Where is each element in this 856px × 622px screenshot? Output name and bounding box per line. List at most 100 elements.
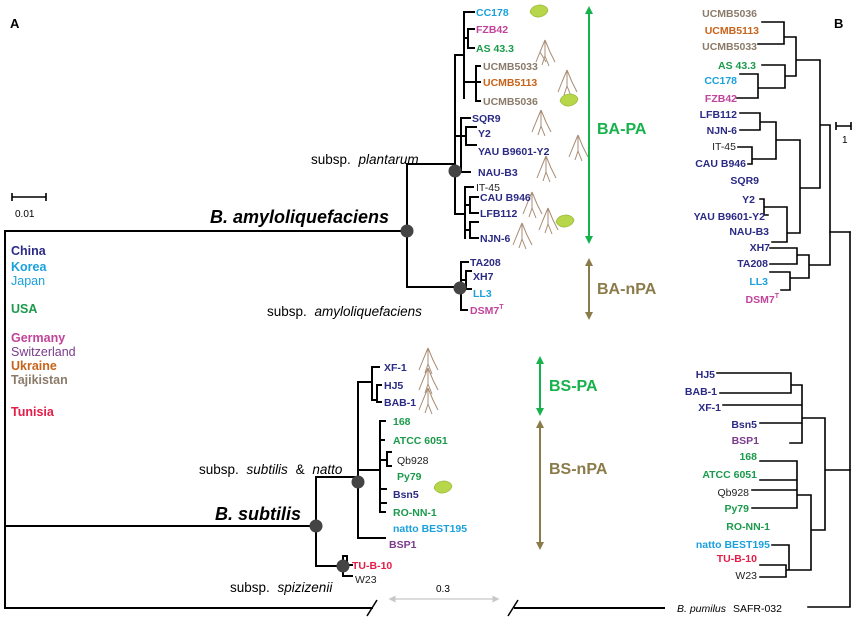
node-spiz <box>336 559 350 573</box>
strain-name: UCMB5113 <box>705 25 759 37</box>
strain-label: Qb928 <box>397 455 429 467</box>
country-legend: ChinaKoreaJapanUSAGermanySwitzerlandUkra… <box>11 244 76 419</box>
subsp-name: spizizenii <box>278 580 334 595</box>
bs-npa-label: BS-nPA <box>549 461 608 478</box>
strain-name: TA208 <box>737 258 768 270</box>
strain-name: XH7 <box>750 242 771 254</box>
leaf-icon <box>433 480 453 494</box>
legend-entry: Ukraine <box>11 359 57 373</box>
strain-name: Bsn5 <box>731 419 757 431</box>
strain-label: YAU B9601-Y2 <box>694 211 766 223</box>
strain-label: FZB42 <box>476 24 508 36</box>
strain-name: HJ5 <box>696 369 715 381</box>
root-icon <box>557 69 578 97</box>
strain-label: ATCC 6051 <box>702 469 757 481</box>
strain-label: NJN-6 <box>707 125 738 137</box>
strain-label: natto BEST195 <box>393 523 467 535</box>
root-icon <box>418 387 439 415</box>
legend-entry: Germany <box>11 331 65 345</box>
panel-label-a: A <box>10 16 20 31</box>
strain-label: XH7 <box>473 271 494 283</box>
strain-name: ATCC 6051 <box>393 435 448 447</box>
strain-name: Bsn5 <box>393 489 419 501</box>
subsp-prefix: subsp. <box>267 304 307 319</box>
leaf-icon <box>555 214 575 228</box>
leaf-icon <box>529 4 549 18</box>
subsp-name: plantarum <box>358 152 419 167</box>
strain-label: SQR9 <box>472 113 501 125</box>
strain-label: LL3 <box>473 288 492 300</box>
branch-b-root <box>807 231 851 608</box>
strain-name: UCMB5113 <box>483 77 537 89</box>
branch-b-amylo <box>769 231 831 291</box>
root-icon <box>522 191 543 219</box>
strain-name: W23 <box>735 570 757 582</box>
strain-label: Y2 <box>742 194 755 206</box>
strain-label: CAU B946 <box>480 192 531 204</box>
leaf-icon <box>559 93 579 107</box>
strain-superscript: T <box>499 304 504 311</box>
node-bs <box>309 519 323 533</box>
root-icon <box>535 39 556 67</box>
strain-label: AS 43.3 <box>718 60 756 72</box>
strain-name: YAU B9601-Y2 <box>694 211 766 223</box>
strain-label: Bsn5 <box>393 489 419 501</box>
subsp-name: subtilis <box>247 462 289 477</box>
strain-label: UCMB5033 <box>483 61 538 73</box>
strain-name: NJN-6 <box>707 125 738 137</box>
bs-pa-label: BS-PA <box>549 378 598 395</box>
root-icon <box>536 155 557 183</box>
bottom-scale-label: 0.3 <box>436 584 450 595</box>
strain-label: natto BEST195 <box>696 539 770 551</box>
tree-a-nodes <box>309 164 467 573</box>
strain-name: 168 <box>393 416 411 428</box>
strain-name: XF-1 <box>698 402 721 414</box>
branch-b-bs <box>716 372 851 578</box>
strain-name: CAU B946 <box>480 192 531 204</box>
strain-label: W23 <box>735 570 757 582</box>
ba-npa-label: BA-nPA <box>597 281 657 298</box>
branch-root <box>4 230 373 609</box>
branch-sqr9-clade <box>454 117 477 173</box>
strain-label: NJN-6 <box>480 233 511 245</box>
subsp-prefix: subsp. <box>311 152 351 167</box>
ba-pa-label: BA-PA <box>597 121 647 138</box>
strain-label: W23 <box>355 574 377 586</box>
strain-label: CC178 <box>704 75 737 87</box>
root-icon <box>568 134 589 162</box>
strain-label: 168 <box>393 416 411 428</box>
strain-name: BAB-1 <box>685 386 717 398</box>
strain-name: LFB112 <box>480 208 518 220</box>
legend-entry: Tunisia <box>11 405 55 419</box>
strain-label: Y2 <box>478 128 491 140</box>
legend-entry: Japan <box>11 274 45 288</box>
strain-label: YAU B9601-Y2 <box>478 146 550 158</box>
strain-label: AS 43.3 <box>476 43 514 55</box>
node-ba <box>400 224 414 238</box>
species-label-ba: B. amyloliquefaciens <box>210 207 389 227</box>
strain-label: Bsn5 <box>731 419 757 431</box>
strain-name: W23 <box>355 574 377 586</box>
legend-entry: Switzerland <box>11 345 76 359</box>
strain-label: RO-NN-1 <box>393 507 437 519</box>
subsp-name: natto <box>312 462 343 477</box>
strain-name: 168 <box>739 451 757 463</box>
subsp-name: amyloliquefaciens <box>315 304 423 319</box>
tree-a-branches <box>4 11 665 609</box>
strain-label: HJ5 <box>384 380 403 392</box>
strain-name: UCMB5036 <box>483 96 538 108</box>
strain-label: TU-B-10 <box>352 560 392 572</box>
subsp-label-plantarum: subsp. plantarum <box>311 152 419 167</box>
root-icon <box>418 367 439 395</box>
strain-label: CAU B946 <box>695 158 746 170</box>
strain-label: IT-45 <box>476 182 500 194</box>
strain-name: TU-B-10 <box>717 553 757 565</box>
strain-label: UCMB5033 <box>702 41 757 53</box>
strain-name: RO-NN-1 <box>393 507 437 519</box>
subsp-prefix: subsp. <box>230 580 270 595</box>
subsp-amp: & <box>296 462 305 477</box>
group-arrows <box>536 6 593 550</box>
strain-label: 168 <box>739 451 757 463</box>
outgroup-species: B. pumilus <box>677 603 727 615</box>
